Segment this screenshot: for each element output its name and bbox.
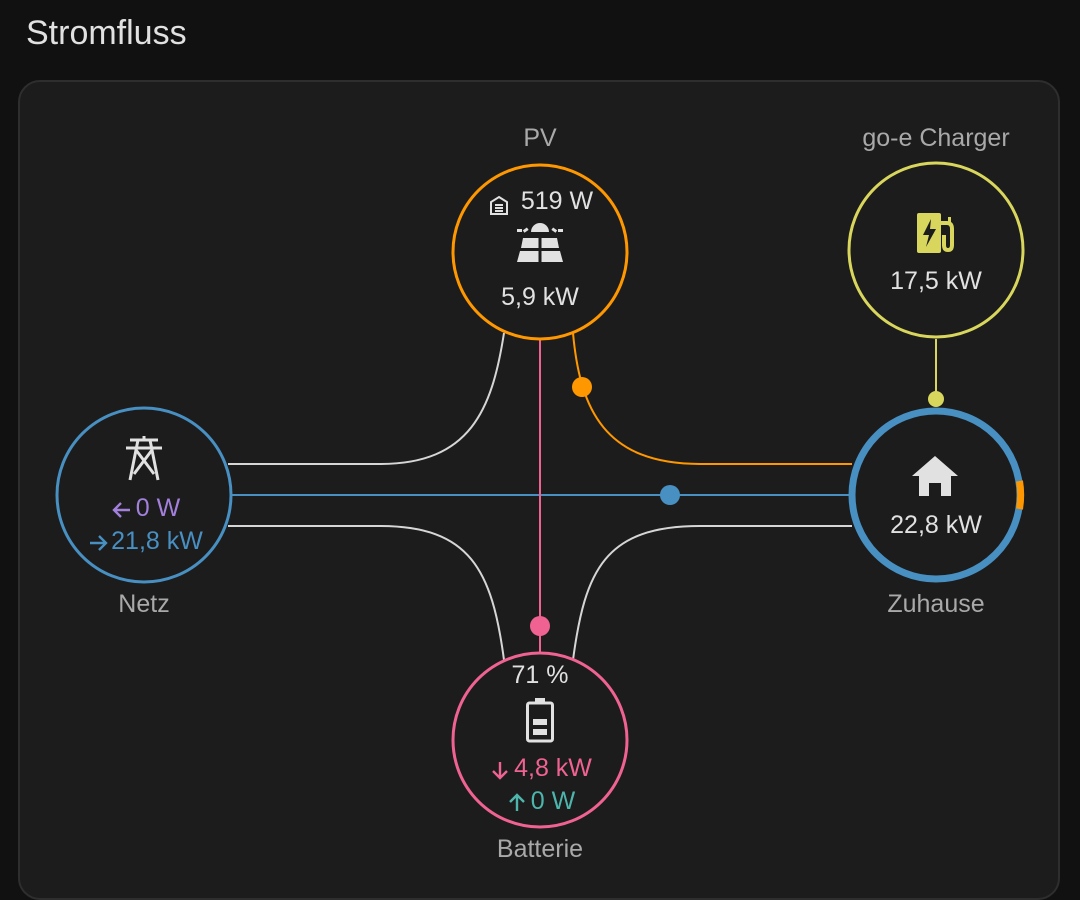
arrow-right-icon (90, 535, 108, 551)
page-title: Stromfluss (26, 14, 187, 52)
pv-value: 5,9 kW (501, 283, 579, 311)
battery-state-of-charge: 71 % (511, 661, 569, 689)
transmission-tower-icon (126, 436, 162, 481)
grid-consumption-value: 21,8 kW (111, 527, 203, 555)
home-ring-solar-segment (1016, 480, 1025, 510)
flow-line-battery-home (572, 525, 852, 661)
battery-out-value: 4,8 kW (514, 754, 592, 782)
home-label: Zuhause (887, 590, 985, 618)
flow-line-grid-battery (228, 525, 505, 661)
grid-return-value: 0 W (135, 494, 181, 522)
solar-panel-icon (517, 223, 563, 262)
home-battery-icon (490, 195, 508, 215)
pv-secondary-value: 519 W (520, 187, 594, 215)
flow-line-pv-grid (228, 332, 505, 465)
charger-value: 17,5 kW (890, 267, 982, 295)
flow-dot-home-charger (928, 391, 944, 407)
flow-dot-pv-home (572, 377, 592, 397)
arrow-up-icon (509, 793, 525, 811)
battery-icon (526, 698, 554, 743)
arrow-left-icon (112, 502, 130, 518)
flow-dot-pv-battery (530, 616, 550, 636)
ev-station-icon (917, 213, 954, 253)
grid-label: Netz (118, 590, 170, 618)
flow-dot-grid-home (660, 485, 680, 505)
battery-in-value: 0 W (530, 787, 576, 815)
home-node-circle[interactable] (848, 407, 1024, 583)
home-icon (912, 456, 958, 496)
charger-label: go-e Charger (862, 124, 1010, 152)
flow-diagram (55, 161, 1025, 829)
battery-label: Batterie (496, 835, 584, 863)
home-value: 22,8 kW (890, 511, 982, 539)
flow-line-pv-home (572, 332, 852, 465)
arrow-down-icon (492, 762, 508, 780)
pv-label: PV (523, 124, 557, 152)
